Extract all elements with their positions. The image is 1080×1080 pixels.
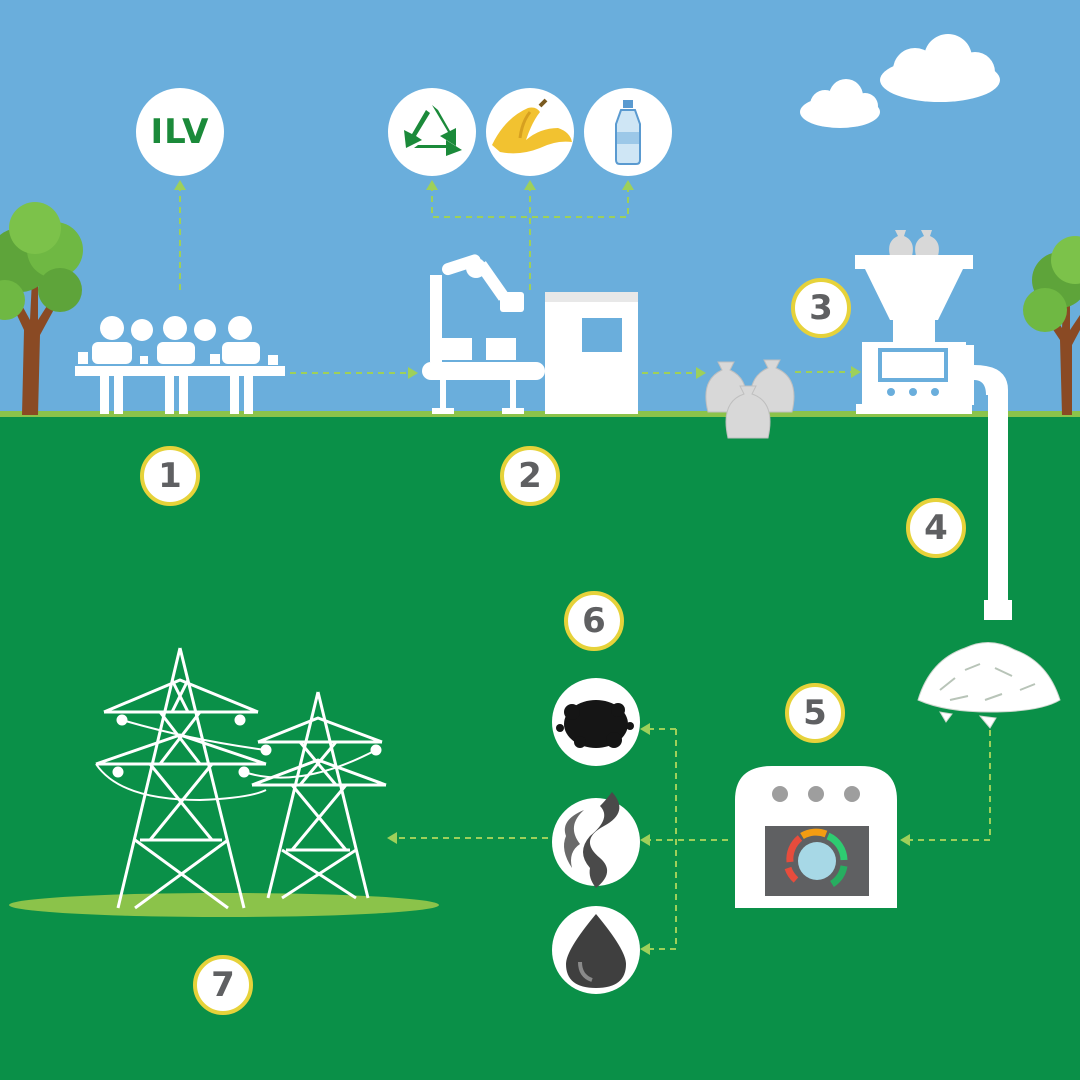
banana-circle xyxy=(486,88,574,176)
recycle-circle xyxy=(388,88,476,176)
tree-icon xyxy=(0,202,83,415)
gas-smoke-icon xyxy=(564,792,620,888)
step-number-7: 7 xyxy=(193,955,253,1015)
tree-icon xyxy=(1023,236,1080,415)
step-number-1: 1 xyxy=(140,446,200,506)
step-number-2: 2 xyxy=(500,446,560,506)
arrow-heads xyxy=(174,180,910,955)
step-number-3: 3 xyxy=(791,278,851,338)
flow-arrows xyxy=(179,185,991,950)
step-number-6: 6 xyxy=(564,591,624,651)
cloud-icon xyxy=(880,34,1000,102)
plastic-bottle-icon xyxy=(615,100,641,165)
sorting-workers-icon xyxy=(75,316,285,414)
pyrolysis-reactor-icon xyxy=(735,766,897,908)
grass-line xyxy=(0,411,1080,417)
shredded-plastic-pile-icon xyxy=(917,642,1061,729)
robotic-sorting-machine-icon xyxy=(422,254,638,414)
step-number-5: 5 xyxy=(785,683,845,743)
step-number-4: 4 xyxy=(906,498,966,558)
carbon-black-icon xyxy=(556,700,634,748)
oil-drop-icon xyxy=(566,914,626,988)
banana-peel-icon xyxy=(492,98,572,154)
cloud-icon xyxy=(800,79,880,128)
ground xyxy=(0,415,1080,1080)
recycle-icon xyxy=(404,105,462,156)
ilv-circle xyxy=(136,88,224,176)
shredder-machine-icon xyxy=(855,230,974,414)
power-towers-icon xyxy=(95,647,387,910)
garbage-bags-icon xyxy=(705,359,795,439)
ilv-label: ILV xyxy=(150,112,210,152)
pipe-icon xyxy=(974,365,1012,620)
